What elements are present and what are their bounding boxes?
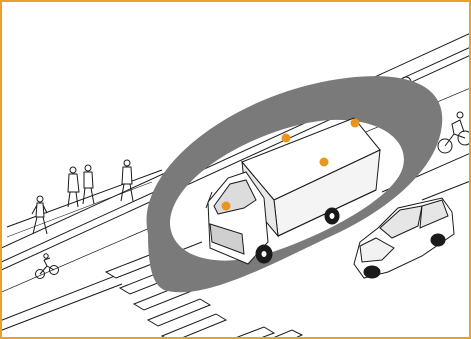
road-edge-near-left-2 [2, 284, 122, 332]
sidewalk-tile-line [7, 182, 152, 237]
truck-hubcap [261, 251, 267, 258]
sensor-dot [351, 119, 360, 128]
cyclist-icon [438, 112, 471, 153]
road-edge-near-right-2 [422, 180, 471, 200]
crosswalk-stripe [268, 330, 302, 339]
sensor-dot [320, 158, 329, 167]
pedestrian-icon [121, 160, 133, 201]
truck-hubcap [329, 213, 335, 220]
pedestrian-group [32, 160, 133, 234]
crosswalk-stripe [230, 327, 274, 339]
sensor-dot [222, 202, 231, 211]
sensor-dot [282, 134, 291, 143]
pedestrian-icon [68, 167, 79, 207]
cyclist-icon [36, 254, 59, 279]
